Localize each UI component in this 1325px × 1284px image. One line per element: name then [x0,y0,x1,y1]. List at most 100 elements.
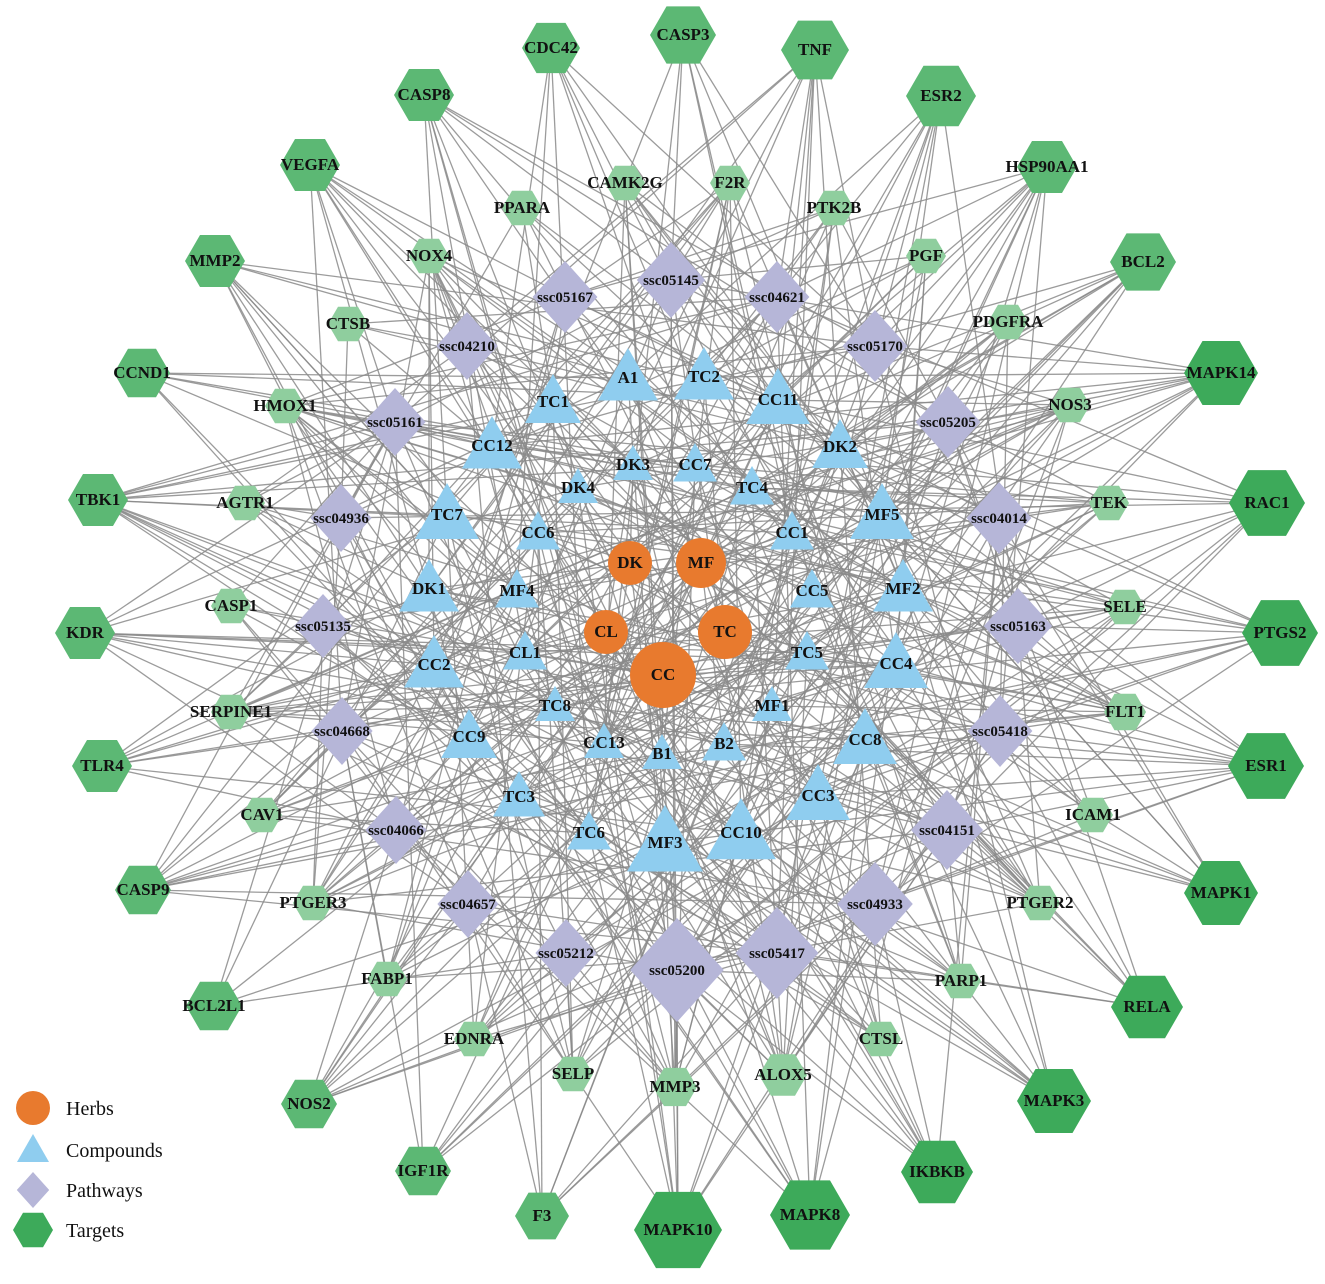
compound-node-mf4[interactable]: MF4 [495,569,539,608]
target-node-esr2[interactable]: ESR2 [906,65,976,127]
target-node-casp8[interactable]: CASP8 [394,69,454,121]
compound-node-mf2[interactable]: MF2 [873,559,933,612]
target-inner-node-tek[interactable]: TEK [1089,485,1129,521]
target-node-mapk8[interactable]: MAPK8 [770,1180,850,1250]
compound-node-b1[interactable]: B1 [642,734,682,769]
pathway-node-ssc05205[interactable]: ssc05205 [915,386,981,458]
target-inner-node-ptger2[interactable]: PTGER2 [1006,885,1074,921]
compound-node-dk3[interactable]: DK3 [613,445,653,480]
herb-node-cc[interactable]: CC [630,642,696,708]
compound-node-cc10[interactable]: CC10 [706,798,776,860]
compound-node-dk1[interactable]: DK1 [399,559,459,612]
compound-node-cc13[interactable]: CC13 [583,723,625,758]
compound-node-cc9[interactable]: CC9 [441,709,497,758]
target-inner-node-hmox1[interactable]: HMOX1 [253,388,317,424]
target-inner-node-camk2g[interactable]: CAMK2G [587,165,663,201]
target-node-f3[interactable]: F3 [515,1192,569,1240]
target-node-ikbkb[interactable]: IKBKB [901,1140,973,1204]
target-node-mapk3[interactable]: MAPK3 [1017,1069,1091,1133]
pathway-node-ssc04668[interactable]: ssc04668 [311,697,373,765]
herb-node-tc[interactable]: TC [698,605,752,659]
target-inner-node-pgf[interactable]: PGF [906,238,946,274]
compound-node-tc2[interactable]: TC2 [674,347,734,400]
pathway-node-ssc04657[interactable]: ssc04657 [437,870,499,938]
target-inner-node-ednra[interactable]: EDNRA [444,1021,505,1057]
target-inner-node-ppara[interactable]: PPARA [494,190,551,226]
target-node-mapk10[interactable]: MAPK10 [634,1191,722,1269]
target-node-hsp90aa1[interactable]: HSP90AA1 [1005,141,1089,193]
target-inner-node-mmp3[interactable]: MMP3 [650,1067,701,1107]
target-node-bcl2[interactable]: BCL2 [1110,233,1176,291]
compound-node-cc2[interactable]: CC2 [404,635,464,688]
target-inner-node-ptger3[interactable]: PTGER3 [279,885,347,921]
compound-node-b2[interactable]: B2 [702,722,746,761]
target-inner-node-pdgfra[interactable]: PDGFRA [973,304,1045,340]
pathway-node-ssc05167[interactable]: ssc05167 [532,261,598,333]
compound-node-cc8[interactable]: CC8 [833,708,897,764]
target-inner-node-cav1[interactable]: CAV1 [240,797,284,833]
herb-node-mf[interactable]: MF [676,538,726,588]
target-inner-node-serpine1[interactable]: SERPINE1 [190,694,272,730]
compound-node-cc1[interactable]: CC1 [770,511,814,550]
herb-node-cl[interactable]: CL [584,610,628,654]
pathway-node-ssc05135[interactable]: ssc05135 [294,594,352,658]
herb-node-dk[interactable]: DK [608,541,652,585]
target-inner-node-casp1[interactable]: CASP1 [205,588,258,624]
pathway-node-ssc05418[interactable]: ssc05418 [967,695,1033,767]
target-node-casp3[interactable]: CASP3 [650,6,716,64]
target-inner-node-nos3[interactable]: NOS3 [1048,387,1092,423]
compound-node-cc7[interactable]: CC7 [673,443,717,482]
pathway-node-ssc05170[interactable]: ssc05170 [842,310,908,382]
target-node-igf1r[interactable]: IGF1R [395,1146,451,1196]
target-node-cdc42[interactable]: CDC42 [522,22,580,74]
compound-node-cc12[interactable]: CC12 [462,416,522,469]
target-inner-node-alox5[interactable]: ALOX5 [754,1054,812,1096]
compound-node-cc4[interactable]: CC4 [864,632,928,688]
target-inner-node-ptk2b[interactable]: PTK2B [807,190,862,226]
compound-node-cl1[interactable]: CL1 [503,631,547,670]
compound-node-tc7[interactable]: TC7 [415,483,479,539]
target-inner-node-ctsl[interactable]: CTSL [859,1021,903,1057]
target-node-tlr4[interactable]: TLR4 [72,740,132,792]
compound-node-mf5[interactable]: MF5 [850,483,914,539]
target-node-bcl2l1[interactable]: BCL2L1 [182,981,246,1031]
target-inner-node-f2r[interactable]: F2R [710,165,750,201]
target-inner-node-agtr1[interactable]: AGTR1 [216,485,274,521]
compound-node-cc6[interactable]: CC6 [516,511,560,550]
target-node-nos2[interactable]: NOS2 [281,1079,337,1129]
target-node-mapk1[interactable]: MAPK1 [1184,861,1258,925]
pathway-node-ssc05200[interactable]: ssc05200 [630,918,724,1022]
pathway-node-ssc05161[interactable]: ssc05161 [364,388,426,456]
target-node-ptgs2[interactable]: PTGS2 [1242,600,1318,666]
target-inner-node-sele[interactable]: SELE [1103,589,1147,625]
pathway-node-ssc04210[interactable]: ssc04210 [436,312,498,380]
compound-node-tc6[interactable]: TC6 [567,811,611,850]
compound-node-cc3[interactable]: CC3 [786,764,850,820]
pathway-node-ssc04933[interactable]: ssc04933 [837,862,913,946]
compound-node-tc8[interactable]: TC8 [535,686,575,721]
target-inner-node-flt1[interactable]: FLT1 [1104,693,1146,731]
pathway-node-ssc04936[interactable]: ssc04936 [310,484,372,552]
pathway-node-ssc04151[interactable]: ssc04151 [911,790,983,870]
pathway-node-ssc04621[interactable]: ssc04621 [744,261,810,333]
target-node-mmp2[interactable]: MMP2 [185,235,245,287]
pathway-node-ssc05212[interactable]: ssc05212 [535,919,597,987]
target-inner-node-icam1[interactable]: ICAM1 [1065,797,1121,833]
compound-node-dk4[interactable]: DK4 [558,468,598,503]
target-node-mapk14[interactable]: MAPK14 [1184,341,1258,405]
compound-node-tc4[interactable]: TC4 [730,466,774,505]
compound-node-dk2[interactable]: DK2 [812,419,868,468]
target-inner-node-fabp1[interactable]: FABP1 [361,961,413,997]
compound-node-cc5[interactable]: CC5 [790,569,834,608]
target-node-kdr[interactable]: KDR [55,607,115,659]
pathway-node-ssc04066[interactable]: ssc04066 [365,796,427,864]
target-node-casp9[interactable]: CASP9 [115,865,171,915]
target-inner-node-parp1[interactable]: PARP1 [935,963,988,999]
target-inner-node-nox4[interactable]: NOX4 [406,238,453,274]
target-inner-node-ctsb[interactable]: CTSB [326,306,370,342]
target-node-rela[interactable]: RELA [1111,975,1183,1039]
compound-node-mf3[interactable]: MF3 [627,805,703,872]
target-node-rac1[interactable]: RAC1 [1229,470,1305,536]
target-node-tnf[interactable]: TNF [781,20,849,80]
compound-node-tc3[interactable]: TC3 [493,771,545,817]
